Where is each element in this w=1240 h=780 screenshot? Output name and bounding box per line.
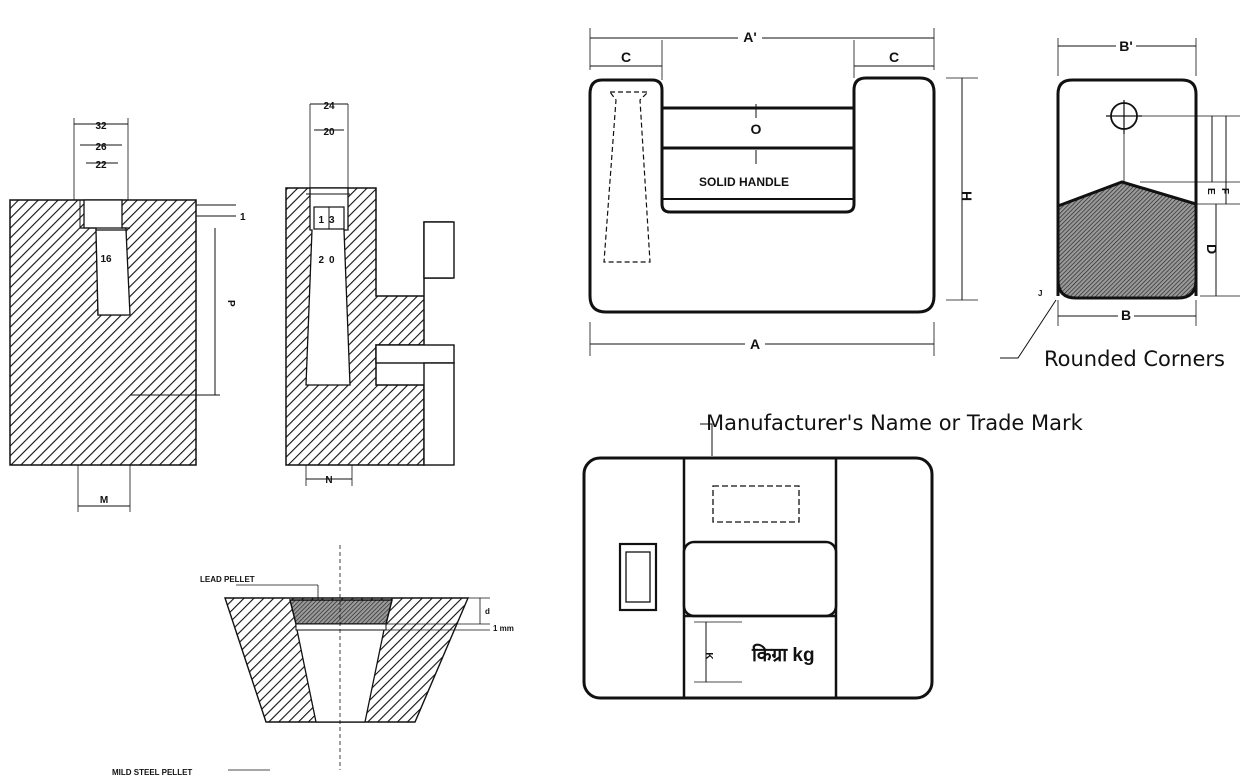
- side-dim-d: D: [1204, 244, 1220, 254]
- top-view: K किग्रा kg Manufacturer's Name or Trade…: [582, 411, 1084, 700]
- figure-b-cavity: [305, 187, 351, 386]
- lead-pellet: [289, 599, 393, 625]
- figure-b-dim-lower: 20: [318, 255, 339, 266]
- front-cavity-hidden: [603, 91, 651, 263]
- side-dim-b-prime: B': [1119, 38, 1132, 54]
- figure-a-dim-outer: 32: [95, 121, 107, 132]
- front-view: A' C C O SOLID HANDLE H A: [588, 26, 978, 356]
- solid-handle-label: SOLID HANDLE: [699, 175, 789, 189]
- figure-b-dim-upper: 13: [318, 215, 339, 226]
- side-view: B' E F D B J Rounded Corners: [1000, 38, 1240, 371]
- manufacturer-label: Manufacturer's Name or Trade Mark: [706, 411, 1084, 435]
- front-dim-c-right: C: [889, 49, 899, 65]
- figure-a-dim-inner: 22: [95, 160, 107, 171]
- front-dim-a-prime: A': [743, 29, 756, 45]
- side-dim-f: F: [1219, 188, 1230, 194]
- rounded-corners-label: Rounded Corners: [1044, 347, 1225, 371]
- pellet-depth-label: d: [485, 607, 490, 616]
- pellet-detail: LEAD PELLET d 1 mm MILD STEEL PELLET: [112, 545, 514, 777]
- section-figure-a: 32 26 22 16 1 P M: [9, 118, 246, 512]
- lead-pellet-label: LEAD PELLET: [200, 575, 255, 584]
- figure-b-dim-outer: 24: [323, 101, 335, 112]
- figure-b-dim-bottom: N: [325, 475, 332, 486]
- figure-b-dim-inner: 20: [323, 127, 335, 138]
- front-dim-o: O: [751, 121, 762, 137]
- pellet-gap-label: 1 mm: [493, 624, 514, 633]
- front-body: [588, 76, 936, 314]
- top-dim-k: K: [703, 652, 714, 660]
- section-figure-b: 24 20 13 20 N: [285, 101, 455, 486]
- side-pellet-fill: [1056, 180, 1198, 300]
- figure-a-dim-mid: 26: [95, 142, 107, 153]
- front-dim-h: H: [959, 191, 975, 201]
- front-dim-a: A: [750, 336, 760, 352]
- side-dim-j: J: [1038, 289, 1042, 298]
- figure-a-dim-bore: 16: [100, 254, 112, 265]
- trade-mark-area: [712, 485, 800, 523]
- unit-label: किग्रा kg: [751, 643, 815, 666]
- side-dim-b: B: [1121, 307, 1131, 323]
- figure-a-dim-bottom: M: [100, 495, 108, 506]
- side-dim-e: E: [1205, 188, 1216, 195]
- mild-steel-label: MILD STEEL PELLET: [112, 768, 192, 777]
- figure-a-dim-step: 1: [240, 212, 246, 223]
- front-dim-c-left: C: [621, 49, 631, 65]
- figure-a-depth-label: P: [225, 300, 236, 307]
